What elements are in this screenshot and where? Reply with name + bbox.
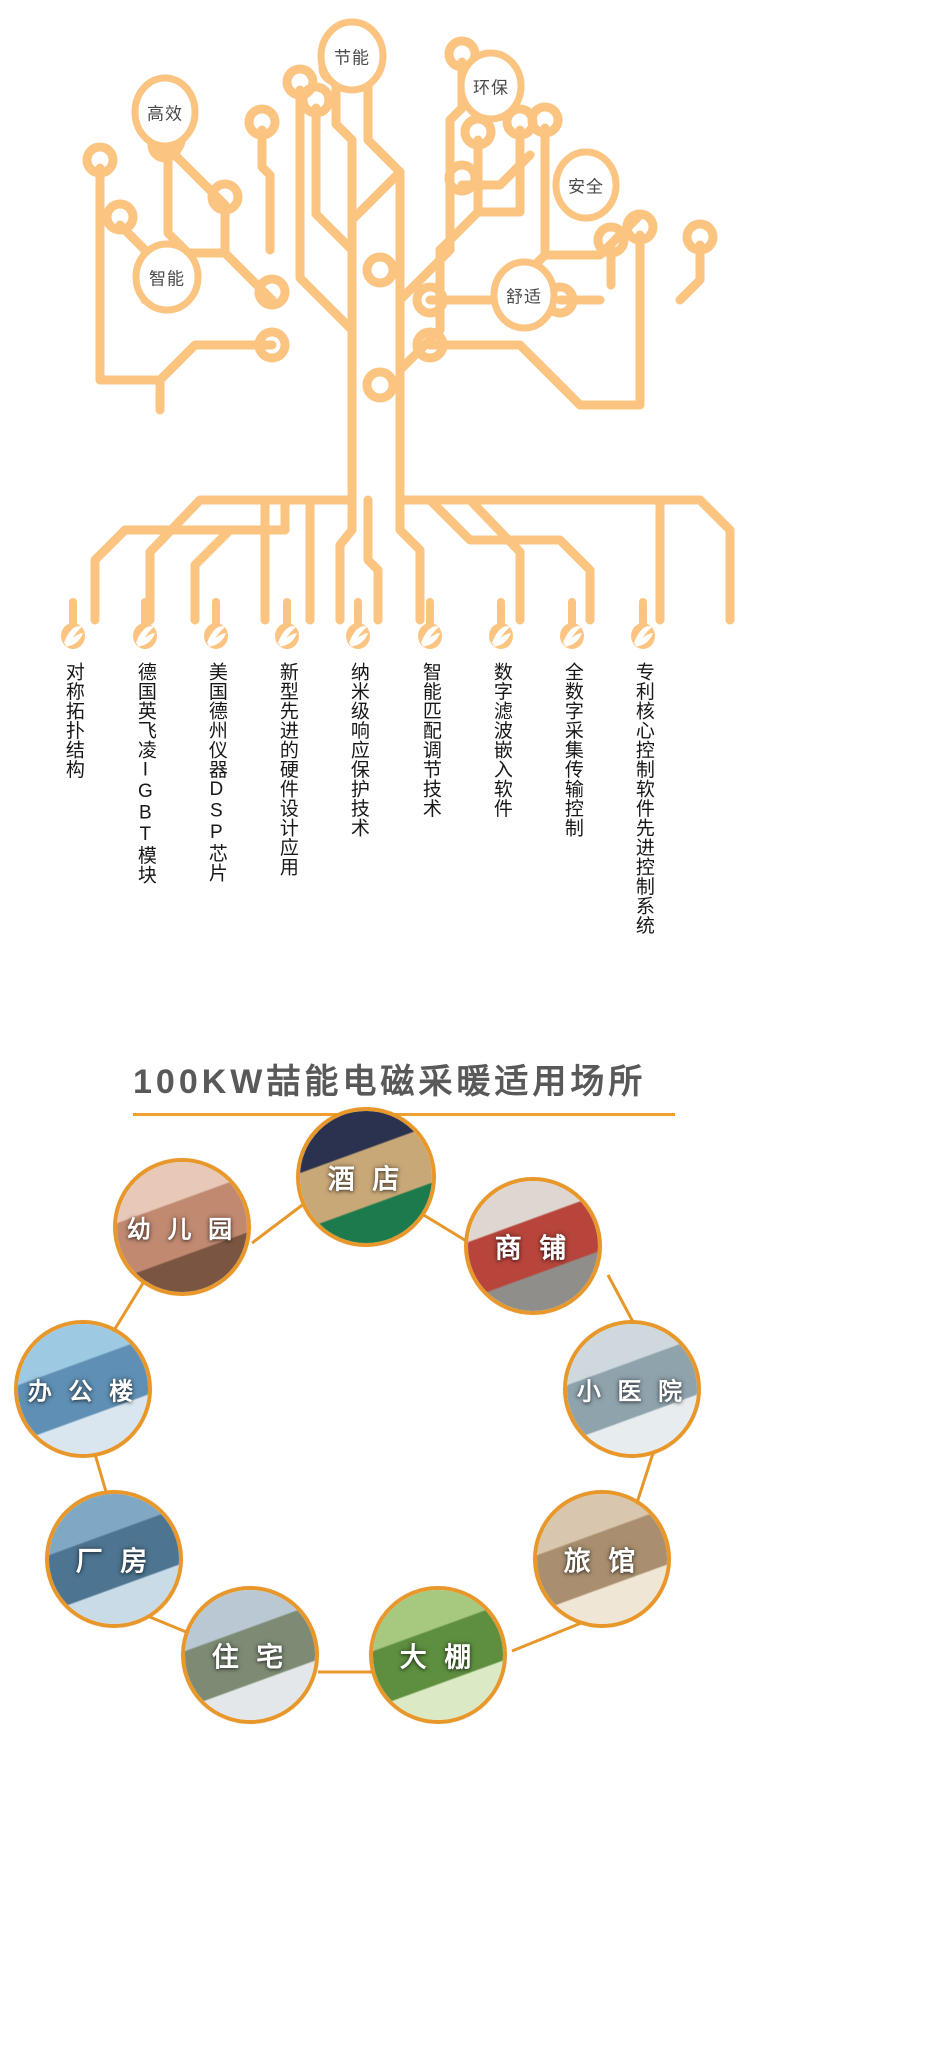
scene-label: 幼 儿 园 <box>126 1216 238 1244</box>
scene-circle[interactable]: 旅 馆 <box>533 1490 671 1628</box>
leaf-node-icon <box>204 598 228 649</box>
scene-photo <box>185 1590 315 1720</box>
tech-tree-circuit-graphic <box>61 18 735 649</box>
scene-photo <box>567 1324 697 1454</box>
leaf-node-icon <box>631 598 655 649</box>
tech-bubble-icon <box>457 49 525 123</box>
tech-leaf-label-4: 纳米级响应保护技术 <box>347 662 369 838</box>
scene-label: 厂 房 <box>75 1546 153 1577</box>
tech-leaf-label-5: 智能匹配调节技术 <box>419 662 441 818</box>
tech-bubble-icon <box>317 18 387 94</box>
scene-label: 住 宅 <box>211 1642 289 1673</box>
scene-circle[interactable]: 小 医 院 <box>563 1320 701 1458</box>
scene-photo <box>373 1590 503 1720</box>
scene-photo <box>537 1494 667 1624</box>
tech-tree-section: 节能环保高效安全智能舒适 对称拓扑结构德国英飞凌IGBT模块美国德州仪器DSP芯… <box>0 0 930 1020</box>
scene-photo <box>18 1324 148 1454</box>
tech-bubble-icon <box>131 74 199 150</box>
scene-label: 小 医 院 <box>576 1378 688 1406</box>
scene-circle[interactable]: 厂 房 <box>45 1490 183 1628</box>
tech-leaf-label-0: 对称拓扑结构 <box>62 662 84 779</box>
leaf-node-icon <box>133 598 157 649</box>
scene-circle[interactable]: 大 棚 <box>369 1586 507 1724</box>
page-title: 100KW喆能电磁采暖适用场所 <box>133 1063 647 1101</box>
scene-label: 商 铺 <box>494 1233 572 1264</box>
tech-bubble-icon <box>552 148 620 222</box>
leaf-node-icon <box>61 598 85 649</box>
scene-photo <box>49 1494 179 1624</box>
scene-label: 旅 馆 <box>563 1546 641 1577</box>
tech-leaf-label-6: 数字滤波嵌入软件 <box>490 662 512 818</box>
tech-bubble-icon <box>132 240 202 314</box>
leaf-node-icon <box>489 598 513 649</box>
scene-label: 办 公 楼 <box>27 1378 139 1406</box>
tech-leaf-label-2: 美国德州仪器DSP芯片 <box>205 662 227 883</box>
leaf-node-icon <box>275 598 299 649</box>
scene-circle[interactable]: 住 宅 <box>181 1586 319 1724</box>
leaf-node-icon <box>560 598 584 649</box>
scene-circle[interactable]: 幼 儿 园 <box>113 1158 251 1296</box>
scene-label: 酒 店 <box>327 1164 405 1195</box>
scene-photo <box>468 1181 598 1311</box>
tech-leaf-label-3: 新型先进的硬件设计应用 <box>276 662 298 877</box>
leaf-node-icon <box>418 598 442 649</box>
leaf-node-icon <box>346 598 370 649</box>
scene-circle[interactable]: 商 铺 <box>464 1177 602 1315</box>
application-scenes-section: 100KW喆能电磁采暖适用场所 <box>0 1020 930 2047</box>
tech-leaf-label-8: 专利核心控制软件先进控制系统 <box>632 662 654 935</box>
scene-circle[interactable]: 办 公 楼 <box>14 1320 152 1458</box>
tech-leaf-label-1: 德国英飞凌IGBT模块 <box>134 662 156 885</box>
scene-circle[interactable]: 酒 店 <box>296 1107 436 1247</box>
scene-label: 大 棚 <box>399 1642 477 1673</box>
scene-photo <box>117 1162 247 1292</box>
scene-photo <box>300 1111 432 1243</box>
tech-bubble-icon <box>490 258 558 332</box>
tech-leaf-label-7: 全数字采集传输控制 <box>561 662 583 838</box>
